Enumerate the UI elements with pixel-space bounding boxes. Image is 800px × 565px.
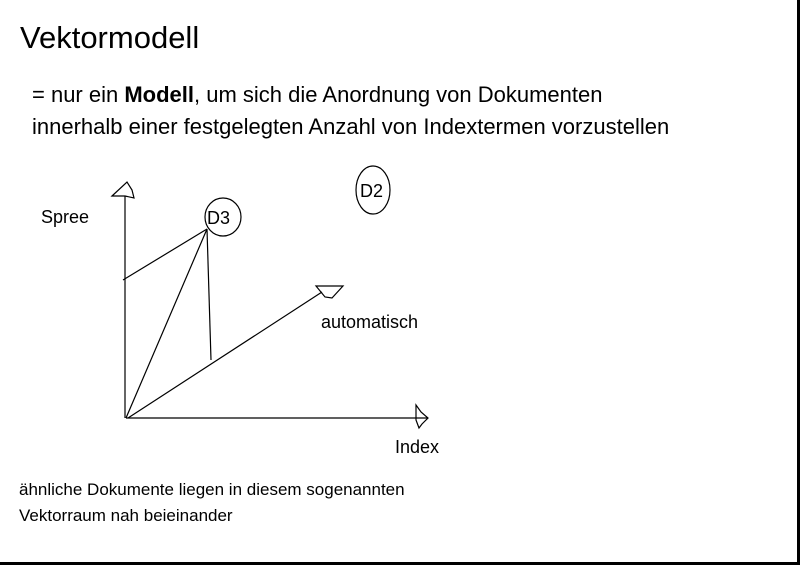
d3-projection-y xyxy=(122,228,208,281)
footer-line-2: Vektorraum nah beieinander xyxy=(19,506,233,525)
z-axis xyxy=(127,291,323,419)
right-border xyxy=(797,0,800,565)
d3-label: D3 xyxy=(207,208,230,228)
x-axis-arrowhead xyxy=(415,403,429,430)
d2-circle xyxy=(355,165,391,215)
definition-line-2: innerhalb einer festgelegten Anzahl von … xyxy=(32,114,670,139)
definition-bold: Modell xyxy=(124,82,195,107)
slide-title: Vektormodell xyxy=(20,20,200,55)
definition-suffix: , um sich die Anordnung von Dokumenten xyxy=(194,82,603,107)
d3-vector xyxy=(125,228,208,419)
d3-circle xyxy=(204,197,242,237)
y-axis-label: Spree xyxy=(41,207,89,227)
bottom-border xyxy=(0,562,800,565)
z-axis-label: automatisch xyxy=(321,312,418,332)
definition-line-1: = nur ein Modell, um sich die Anordnung … xyxy=(32,82,603,108)
definition-prefix: = nur ein xyxy=(32,82,125,107)
footer-line-1: ähnliche Dokumente liegen in diesem soge… xyxy=(19,480,405,499)
y-axis-arrowhead xyxy=(110,181,135,199)
d2-label: D2 xyxy=(360,181,383,201)
z-axis-arrowhead xyxy=(314,285,345,299)
d3-projection-down xyxy=(206,228,212,361)
x-axis-label: Index xyxy=(395,437,439,457)
